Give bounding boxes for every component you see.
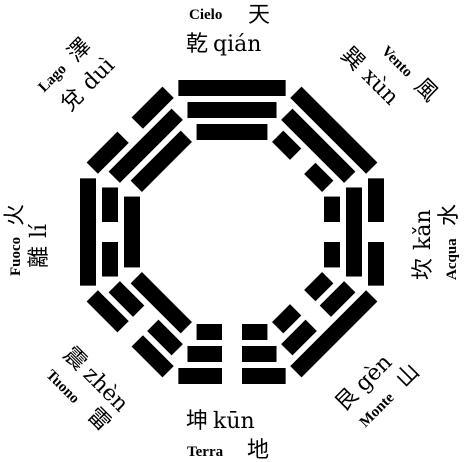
trigram-char-li: 離	[27, 246, 52, 268]
nature-char-li: 火	[3, 204, 28, 226]
trigram-gen-line-1-yin-2	[272, 304, 302, 334]
trigram-dui-line-1-yang	[130, 130, 192, 192]
trigram-li-line-3-yang	[80, 178, 96, 286]
trigram-gen-line-3-yang	[290, 290, 378, 378]
trigram-xun-line-3-yang	[290, 86, 378, 174]
trigram-char-kan: 坎	[411, 258, 436, 280]
label-zhen: 震 zhèn Tuono 雷	[43, 342, 133, 436]
pinyin-kan: kǎn	[411, 209, 436, 250]
trigram-dui-line-2-yang	[108, 108, 183, 183]
italian-name-gen: Monte	[357, 390, 398, 431]
trigram-char-xun: 巽	[336, 43, 369, 76]
trigram-li-line-1-yang	[124, 196, 140, 268]
trigram-dui-line-3-yin-1	[86, 131, 129, 174]
nature-char-qian: 天	[248, 3, 270, 28]
trigram-kan-line-2-yang	[346, 187, 362, 277]
trigram-xun-line-1-yin-1	[272, 130, 302, 160]
trigram-zhen-line-3-yin-1	[131, 335, 174, 378]
nature-char-kan: 水	[437, 204, 462, 226]
nature-char-dui: 澤	[63, 34, 96, 67]
trigram-char-dui: 兌	[56, 84, 89, 117]
label-li: Fuoco 火 離 lí	[3, 204, 52, 276]
nature-char-gen: 山	[391, 359, 424, 392]
trigram-kun-line-2-yin-1	[242, 346, 277, 362]
trigram-qian-line-1-yang	[196, 124, 268, 140]
trigram-kan-line-3-yin-2	[368, 242, 384, 286]
label-dui: Lago 澤 兌 duì	[36, 34, 120, 117]
nature-char-kun: 地	[247, 438, 269, 462]
trigram-kun-line-1-yin-1	[242, 324, 268, 340]
label-kan: 坎 kǎn Acqua 水	[411, 204, 462, 280]
italian-name-kan: Acqua	[444, 238, 460, 280]
trigram-gen-line-1-yin-1	[304, 272, 334, 302]
trigram-kan-line-3-yin-1	[368, 178, 384, 222]
label-gen: 艮 gèn Monte 山	[331, 350, 425, 431]
italian-name-qian: Cielo	[189, 7, 222, 23]
trigram-zhen-line-2-yin-1	[147, 319, 183, 356]
trigram-kun-line-3-yin-1	[242, 368, 286, 384]
trigram-gen-line-2-yin-2	[281, 319, 317, 356]
trigram-kun-line-2-yin-2	[187, 346, 222, 362]
trigram-char-qian: 乾	[186, 32, 208, 57]
trigram-dui-line-3-yin-2	[131, 86, 174, 129]
pinyin-kun: kūn	[213, 409, 255, 434]
trigram-li-line-2-yin-2	[102, 187, 118, 222]
pinyin-li: lí	[27, 223, 52, 238]
trigram-zhen-line-1-yang	[130, 272, 192, 334]
trigram-xun-line-2-yang	[281, 108, 356, 183]
trigram-zhen-line-3-yin-2	[86, 290, 129, 333]
italian-name-li: Fuoco	[8, 237, 24, 276]
trigram-kan-line-1-yin-1	[324, 196, 340, 222]
trigram-qian-line-3-yang	[178, 80, 286, 96]
label-xun: Vento 風 巽 xùn	[336, 43, 443, 111]
trigram-gen-line-2-yin-1	[319, 281, 356, 317]
label-qian: Cielo 天 乾 qián	[186, 3, 270, 57]
trigram-qian-line-2-yang	[187, 102, 277, 118]
pinyin-qian: qián	[213, 32, 261, 57]
trigram-kan-line-1-yin-2	[324, 242, 340, 268]
label-kun: 坤 kūn Terra 地	[186, 409, 269, 462]
trigram-kun-line-3-yin-2	[178, 368, 222, 384]
trigram-kun-line-1-yin-2	[196, 324, 222, 340]
trigram-bars	[80, 80, 384, 384]
trigram-zhen-line-2-yin-2	[108, 281, 145, 317]
italian-name-zhen: Tuono	[43, 367, 83, 407]
trigram-li-line-2-yin-1	[102, 242, 118, 277]
pinyin-gen: gèn	[350, 350, 397, 397]
nature-char-xun: 風	[409, 74, 442, 107]
trigram-xun-line-1-yin-2	[304, 162, 334, 192]
italian-name-kun: Terra	[187, 444, 224, 460]
trigram-char-kun: 坤	[186, 409, 208, 434]
